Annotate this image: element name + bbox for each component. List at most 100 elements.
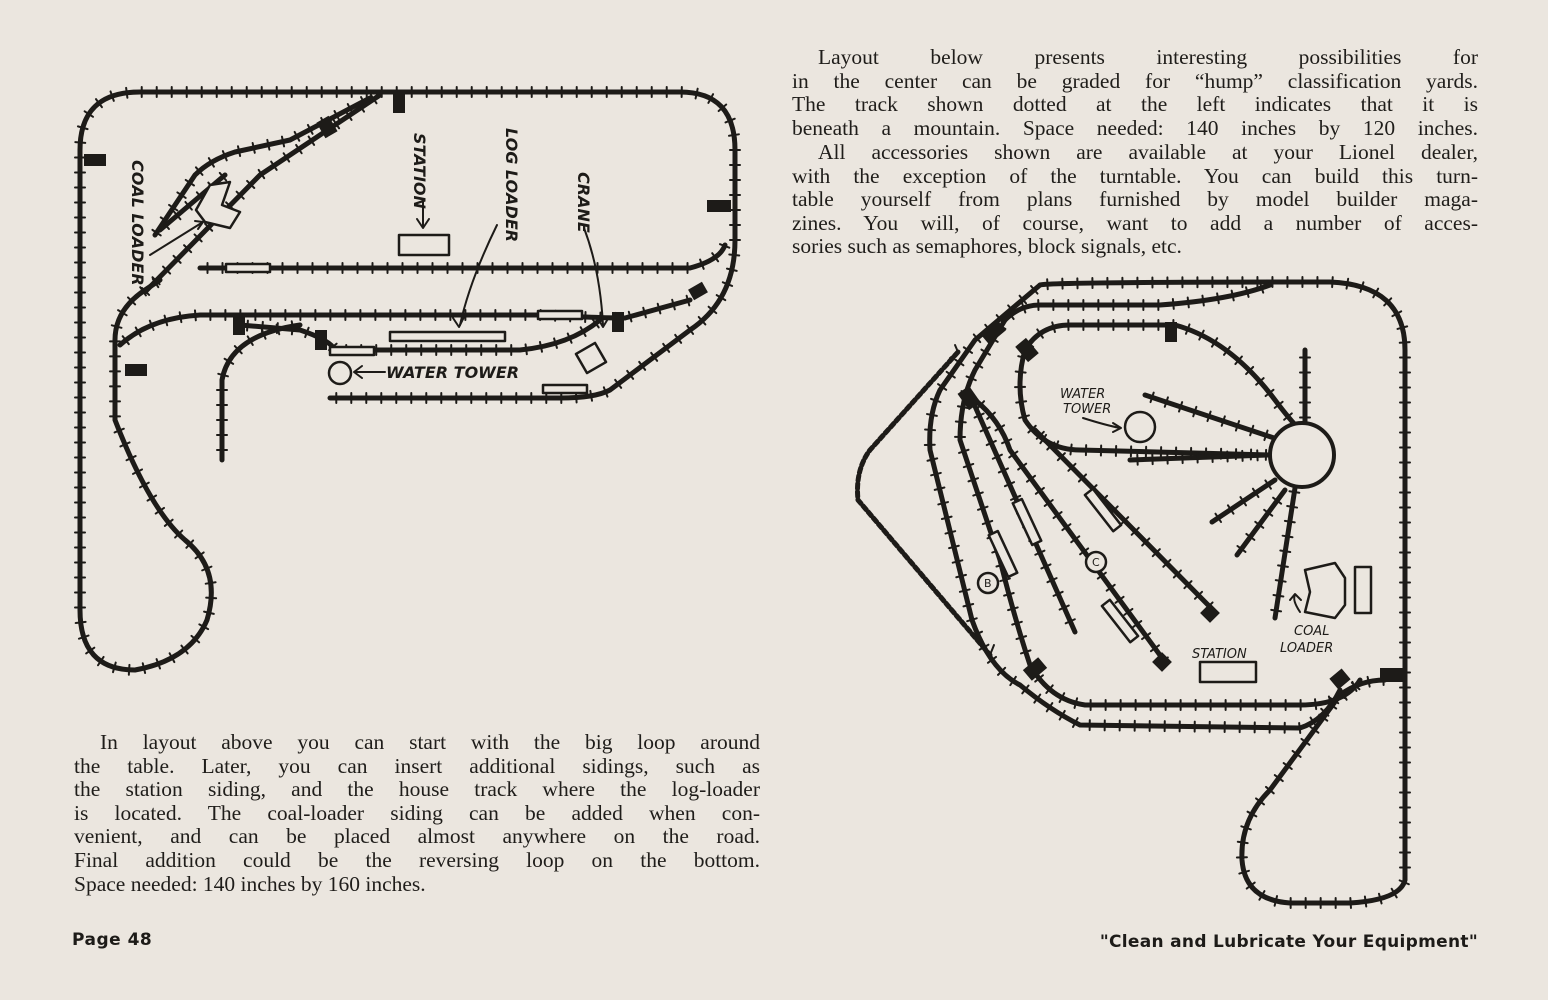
track-tie bbox=[1206, 410, 1212, 423]
track-tie bbox=[1234, 420, 1241, 432]
track-tie bbox=[121, 335, 130, 346]
track-tie bbox=[1034, 549, 1046, 556]
track-tie bbox=[724, 117, 736, 124]
track-tie bbox=[345, 110, 353, 121]
track-tie bbox=[1061, 523, 1072, 532]
track-tie bbox=[1130, 526, 1140, 536]
track-tie bbox=[1053, 440, 1060, 452]
track-tie bbox=[1254, 520, 1265, 529]
track-tie bbox=[1192, 405, 1198, 418]
track-tie bbox=[1255, 797, 1265, 806]
track-tie bbox=[538, 340, 544, 353]
track-tie bbox=[674, 333, 683, 344]
track-tie bbox=[1309, 716, 1317, 727]
layout1-station-siding bbox=[197, 242, 728, 271]
track-tie bbox=[1258, 890, 1266, 901]
track-tie bbox=[1163, 396, 1169, 408]
track-tie bbox=[697, 315, 707, 326]
track-tie bbox=[1077, 473, 1088, 483]
track-tie bbox=[1007, 606, 1019, 612]
track-tie bbox=[954, 420, 967, 424]
page-number: Page 48 bbox=[72, 930, 153, 950]
track-tie bbox=[257, 168, 266, 180]
track-tie bbox=[962, 346, 974, 354]
track-tie bbox=[1141, 632, 1152, 641]
track-tie bbox=[1255, 377, 1265, 386]
track-tie bbox=[159, 216, 171, 224]
track-tie bbox=[1398, 879, 1410, 886]
track-tie bbox=[1245, 881, 1256, 890]
track-tie bbox=[155, 658, 162, 670]
track-tie bbox=[1265, 785, 1275, 795]
bottom-line-4: is located. The coal-loader siding can b… bbox=[74, 800, 760, 825]
track-tie bbox=[566, 332, 573, 344]
track-tie bbox=[1171, 297, 1175, 310]
track-tie bbox=[1201, 294, 1205, 307]
track-tie bbox=[1239, 496, 1247, 507]
track-tie bbox=[1320, 707, 1330, 717]
track-tie bbox=[1018, 414, 1030, 419]
layout1-station-label: STATION bbox=[410, 133, 429, 210]
track-tie bbox=[1172, 569, 1182, 579]
top-line-1: Layout below presents interesting possib… bbox=[818, 45, 1478, 69]
track-tie bbox=[1071, 717, 1079, 729]
track-tie bbox=[995, 314, 1005, 324]
track-tie bbox=[280, 135, 286, 148]
track-tie bbox=[945, 370, 956, 379]
layout1-lower-spur bbox=[219, 322, 303, 463]
track-tie bbox=[94, 98, 103, 109]
track-tie bbox=[77, 634, 90, 640]
track-tie bbox=[163, 314, 169, 327]
layout2-inner-top bbox=[1002, 282, 1273, 323]
track-tie bbox=[1286, 505, 1299, 509]
track-tie bbox=[1046, 278, 1049, 291]
track-tie bbox=[162, 265, 172, 275]
layout2-radial-6 bbox=[1127, 452, 1271, 463]
track-tie bbox=[172, 254, 182, 264]
track-tie bbox=[1222, 345, 1231, 356]
track-tie bbox=[74, 620, 87, 625]
layout2-marker-c: C bbox=[1092, 556, 1100, 569]
layout2-tower-label: TOWER bbox=[1063, 402, 1111, 417]
track-tie bbox=[707, 93, 715, 104]
track-tie bbox=[1198, 329, 1205, 341]
top-line-2: in the center can be graded for “hump” c… bbox=[792, 68, 1478, 93]
track-tie bbox=[656, 302, 662, 315]
second-paragraph: All accessories shown are available at y… bbox=[792, 140, 1478, 259]
track-tie bbox=[1033, 693, 1042, 704]
track-tie bbox=[926, 413, 938, 417]
track-tie bbox=[971, 630, 984, 637]
layout-2-diagram bbox=[855, 276, 1411, 909]
track-tie bbox=[717, 103, 728, 113]
track-tie bbox=[270, 160, 278, 171]
track-tie bbox=[246, 319, 249, 332]
track-tie bbox=[966, 617, 978, 623]
track-tie bbox=[976, 400, 986, 410]
track-tie bbox=[1052, 590, 1064, 597]
track-tie bbox=[1045, 684, 1054, 694]
track-tie bbox=[940, 515, 953, 520]
track-tie bbox=[1036, 328, 1044, 339]
track-tie bbox=[246, 335, 254, 346]
track-tie bbox=[1263, 508, 1274, 517]
track-tie bbox=[1021, 684, 1030, 695]
track-tie bbox=[1105, 583, 1116, 592]
layout2-station-label: STATION bbox=[1192, 647, 1247, 662]
track-tie bbox=[1283, 519, 1296, 524]
track-tie bbox=[958, 448, 970, 454]
track-tie bbox=[1246, 810, 1258, 818]
track-tie bbox=[176, 191, 187, 199]
track-tie bbox=[1132, 620, 1143, 628]
track-tie bbox=[357, 102, 366, 113]
track-tie bbox=[125, 455, 137, 462]
track-tie bbox=[275, 323, 281, 336]
track-tie bbox=[1034, 486, 1045, 495]
track-tie bbox=[1396, 325, 1409, 330]
track-tie bbox=[1051, 321, 1056, 333]
track-tie bbox=[1238, 869, 1250, 875]
track-tie bbox=[1058, 692, 1066, 704]
track-tie bbox=[626, 369, 635, 380]
track-tie bbox=[141, 662, 147, 674]
track-tie bbox=[306, 123, 314, 135]
track-tie bbox=[1009, 675, 1017, 687]
